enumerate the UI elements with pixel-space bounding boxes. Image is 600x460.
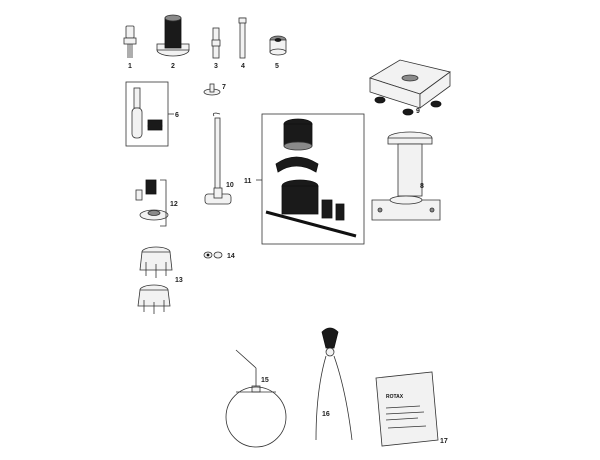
part-13-crown-pullers xyxy=(137,246,173,314)
part-10-t-handle xyxy=(204,112,232,205)
part-9-fixture-plate xyxy=(369,59,451,116)
label-3: 3 xyxy=(214,63,218,70)
part-8-stand xyxy=(371,131,441,221)
part-16-pliers xyxy=(315,327,353,441)
label-15: 15 xyxy=(261,377,269,384)
part-14-washers xyxy=(203,251,223,259)
label-12: 12 xyxy=(170,201,178,208)
part-3-pin xyxy=(211,27,221,59)
label-8: 8 xyxy=(420,183,424,190)
label-1: 1 xyxy=(128,63,132,70)
part-17-manual: ROTAX xyxy=(375,371,439,447)
label-14: 14 xyxy=(227,253,235,260)
part-15-ring-gauge xyxy=(225,349,287,448)
label-6: 6 xyxy=(175,112,179,119)
part-12-screw-set xyxy=(135,179,169,227)
label-17: 17 xyxy=(440,438,448,445)
label-5: 5 xyxy=(275,63,279,70)
label-13: 13 xyxy=(175,277,183,284)
label-2: 2 xyxy=(171,63,175,70)
label-9: 9 xyxy=(416,108,420,115)
part-4-rod xyxy=(238,17,247,59)
part-6-pin-set xyxy=(125,81,174,147)
manual-brand: ROTAX xyxy=(386,394,404,400)
label-4: 4 xyxy=(241,63,245,70)
label-11: 11 xyxy=(244,178,252,185)
label-10: 10 xyxy=(226,182,234,189)
label-16: 16 xyxy=(322,411,330,418)
part-11-tool-kit xyxy=(256,113,365,245)
part-5-bushing xyxy=(269,35,287,56)
part-1-pin xyxy=(123,25,137,58)
label-7: 7 xyxy=(222,84,226,91)
part-2-puller xyxy=(156,14,190,57)
part-7-disc xyxy=(203,83,221,96)
